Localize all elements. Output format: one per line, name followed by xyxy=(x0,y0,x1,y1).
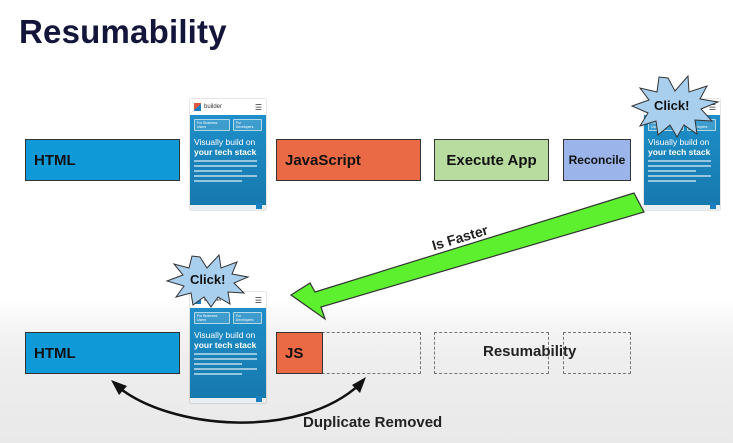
phone-pill-business: For Business Users xyxy=(194,312,230,324)
dashed-execute-box xyxy=(434,332,549,374)
execute-app-label: Execute App xyxy=(446,151,537,169)
reconcile-box: Reconcile xyxy=(563,139,631,181)
builder-logo-icon xyxy=(194,103,201,111)
phone-brand: builder xyxy=(204,104,223,110)
html-box-bottom: HTML xyxy=(25,332,180,374)
duplicate-removed-label: Duplicate Removed xyxy=(303,414,443,431)
phone-pill-developers: For Developers xyxy=(686,119,716,131)
phone-header: builder ☰ xyxy=(190,99,266,115)
phone-headline: Visually build on your tech stack xyxy=(194,330,257,350)
reconcile-label: Reconcile xyxy=(568,153,626,167)
is-faster-arrow-icon xyxy=(289,192,645,321)
phone-body: For Business Users For Developers Visual… xyxy=(644,115,720,210)
phone-pill-developers: For Developers xyxy=(232,312,262,324)
click-label-bottom: Click! xyxy=(190,272,226,287)
phone-brand: builder xyxy=(204,297,223,303)
phone-headline: Visually build on your tech stack xyxy=(194,137,257,157)
click-label-top: Click! xyxy=(654,98,690,113)
js-label-bottom: JS xyxy=(285,344,304,362)
dashed-reconcile-box xyxy=(563,332,631,374)
phone-header: builder ☰ xyxy=(190,292,266,308)
execute-app-box: Execute App xyxy=(434,139,549,181)
html-label-top: HTML xyxy=(34,151,76,169)
phone-body: For Business Users For Developers Visual… xyxy=(190,115,266,210)
slide-title: Resumability xyxy=(19,13,227,50)
phone-mockup-top-left: builder ☰ For Business Users For Develop… xyxy=(190,99,266,210)
hamburger-icon: ☰ xyxy=(254,295,262,305)
js-box-bottom: JS xyxy=(276,332,323,374)
phone-pill-business: For Business Users xyxy=(648,119,684,131)
phone-mockup-bottom: builder ☰ For Business Users For Develop… xyxy=(190,292,266,403)
phone-headline: Visually build on your tech stack xyxy=(648,137,711,157)
hamburger-icon: ☰ xyxy=(708,102,716,112)
javascript-box-top: JavaScript xyxy=(276,139,421,181)
phone-pill-developers: For Developers xyxy=(232,119,262,131)
phone-body: For Business Users For Developers Visual… xyxy=(190,308,266,403)
phone-pill-business: For Business Users xyxy=(194,119,230,131)
phone-mockup-top-right: builder ☰ For Business Users For Develop… xyxy=(644,99,720,210)
javascript-label-top: JavaScript xyxy=(285,151,361,169)
resumability-label: Resumability xyxy=(483,343,577,360)
html-box-top: HTML xyxy=(25,139,180,181)
is-faster-label: Is Faster xyxy=(430,221,490,254)
html-label-bottom: HTML xyxy=(34,344,76,362)
hamburger-icon: ☰ xyxy=(254,102,262,112)
builder-logo-icon xyxy=(194,296,201,304)
